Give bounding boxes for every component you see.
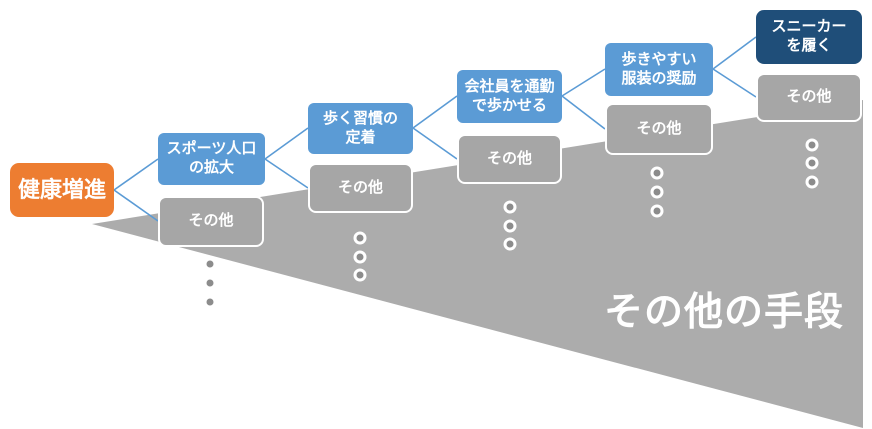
node-level2-other: その他 [308,163,413,213]
node-level2-main: 歩く習慣の 定着 [308,103,413,154]
ellipsis-dots-column-1 [203,257,217,309]
node-level4-other: その他 [605,103,713,155]
ellipsis-dot-icon [650,204,664,218]
ellipsis-dots-column-2 [353,231,367,282]
node-level5-other: その他 [756,73,862,122]
ellipsis-dot-icon [650,185,664,199]
node-level1-main: スポーツ人口 の拡大 [158,133,265,185]
node-level4-main: 歩きやすい 服装の奨励 [605,43,713,96]
node-level3-other: その他 [457,134,562,184]
others-wedge-label: その他の手段 [603,291,844,334]
ellipsis-dot-icon [353,268,367,282]
connector-line [561,68,606,97]
connector-line [561,95,606,130]
connector-line [712,68,757,98]
ellipsis-dot-icon [805,175,819,189]
connector-line [412,127,458,160]
ellipsis-dot-icon [503,200,517,214]
connector-line [264,127,309,160]
connector-line [113,158,159,191]
ellipsis-dot-icon [353,250,367,264]
node-level5-final: スニーカー を履く [756,10,862,64]
node-level3-main: 会社員を通勤 で歩かせる [457,70,562,123]
connector-line [113,189,159,222]
ellipsis-dot-icon [650,166,664,180]
ellipsis-dot-icon [805,138,819,152]
connector-line [712,36,757,70]
connector-lines [113,36,757,222]
ellipsis-dot-icon [203,257,217,271]
ellipsis-dots-column-4 [650,166,664,218]
node-root: 健康増進 [10,163,114,217]
ellipsis-dot-icon [203,295,217,309]
node-level1-other: その他 [158,196,264,247]
connector-line [264,158,309,189]
ellipsis-dots-column-5 [805,138,819,189]
ellipsis-dot-icon [353,231,367,245]
others-wedge [92,100,863,428]
ellipsis-dot-icon [503,219,517,233]
ellipsis-dot-icon [503,237,517,251]
ellipsis-dots-column-3 [503,200,517,251]
ellipsis-dot-icon [805,156,819,170]
connector-line [412,95,458,129]
ellipsis-dot-icon [203,276,217,290]
